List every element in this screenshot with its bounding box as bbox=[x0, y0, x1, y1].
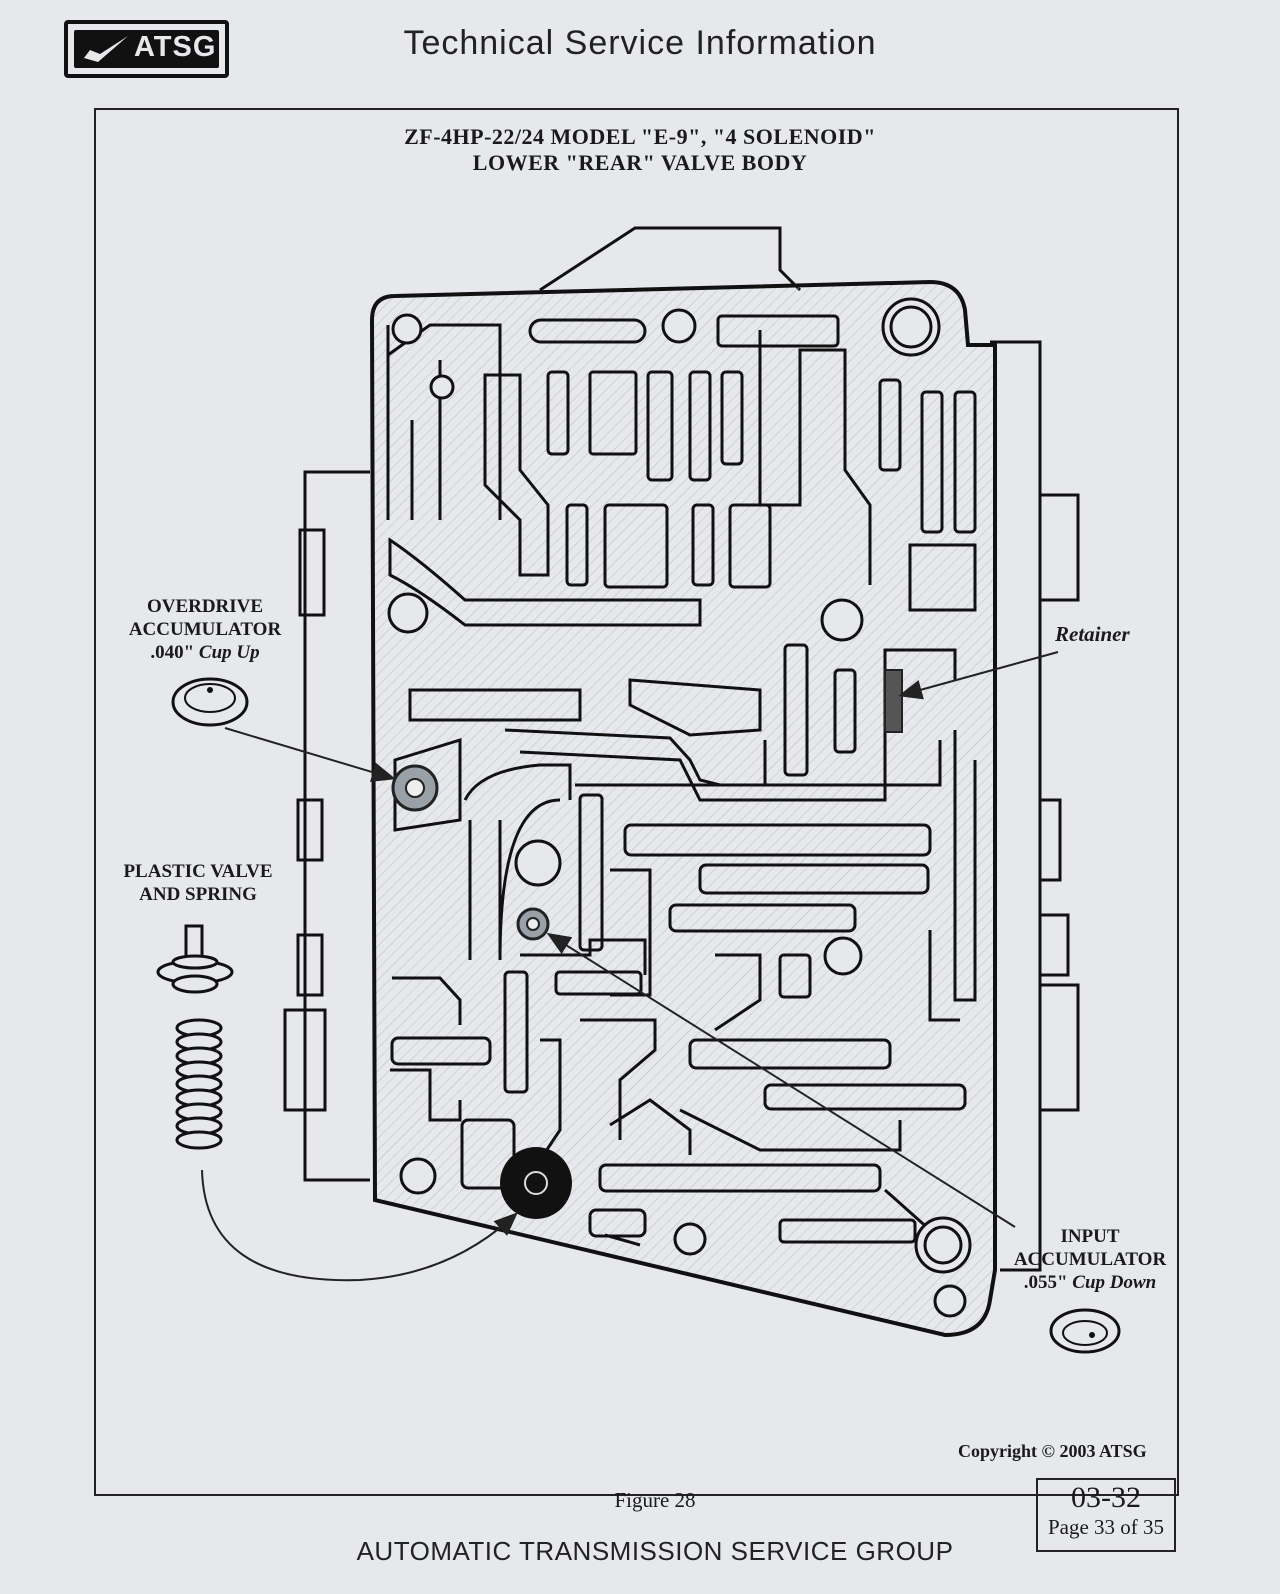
overdrive-leader-arrow bbox=[224, 727, 396, 782]
copyright-notice: Copyright © 2003 ATSG bbox=[958, 1441, 1147, 1461]
logo-text: ATSG bbox=[134, 31, 217, 63]
input-cup-size: .055" bbox=[1023, 1272, 1068, 1293]
diagram-frame bbox=[94, 108, 1179, 1496]
overdrive-cup-icon bbox=[171, 677, 249, 727]
retainer-label: Retainer bbox=[1055, 622, 1130, 646]
retainer-part bbox=[884, 669, 903, 733]
plastic-valve-label-line1: PLASTIC VALVE bbox=[123, 861, 273, 882]
diagram-title-line1: ZF-4HP-22/24 MODEL "E-9", "4 SOLENOID" bbox=[404, 124, 876, 149]
input-label-line2: ACCUMULATOR bbox=[1013, 1249, 1167, 1270]
diagram-title-line2: LOWER "REAR" VALVE BODY bbox=[472, 150, 808, 175]
plastic-valve-spring-icon bbox=[156, 924, 234, 1150]
atsg-logo: ATSG bbox=[64, 20, 229, 78]
diagram-title: ZF-4HP-22/24 MODEL "E-9", "4 SOLENOID" L… bbox=[0, 124, 1280, 176]
input-accumulator-label: INPUT ACCUMULATOR .055" Cup Down bbox=[1000, 1225, 1180, 1294]
figure-caption: Figure 28 bbox=[614, 1488, 696, 1512]
input-label-spec: .055" Cup Down bbox=[1000, 1271, 1180, 1294]
checkmark-icon bbox=[84, 36, 128, 62]
overdrive-label-spec: .040" Cup Up bbox=[120, 641, 290, 664]
page-label: Page 33 of 35 bbox=[1047, 1515, 1165, 1539]
plastic-valve-label-line2: AND SPRING bbox=[139, 884, 257, 905]
plastic-valve-label: PLASTIC VALVE AND SPRING bbox=[108, 860, 288, 906]
footer-organization: AUTOMATIC TRANSMISSION SERVICE GROUP bbox=[356, 1536, 954, 1566]
overdrive-accumulator-label: OVERDRIVE ACCUMULATOR .040" Cup Up bbox=[120, 595, 290, 664]
input-label-line1: INPUT bbox=[1060, 1226, 1120, 1247]
plastic-valve-installed bbox=[500, 1147, 572, 1219]
input-leader-arrow bbox=[546, 932, 1016, 1228]
overdrive-label-line2: ACCUMULATOR bbox=[128, 619, 282, 640]
overdrive-cup-size: .040" bbox=[150, 642, 195, 663]
valve-body-plate bbox=[369, 279, 997, 1338]
overdrive-label-line1: OVERDRIVE bbox=[146, 596, 264, 617]
overdrive-cup-note: Cup Up bbox=[198, 642, 260, 663]
page-code: 03-32 bbox=[1071, 1481, 1141, 1514]
input-cup-icon bbox=[1049, 1308, 1121, 1354]
page-header-title: Technical Service Information bbox=[403, 24, 877, 62]
plastic-valve-leader-arrow bbox=[201, 1169, 518, 1282]
page-number-box: 03-32 Page 33 of 35 bbox=[1036, 1478, 1176, 1552]
retainer-leader-arrow bbox=[898, 651, 1059, 700]
input-cup-note: Cup Down bbox=[1072, 1272, 1157, 1293]
